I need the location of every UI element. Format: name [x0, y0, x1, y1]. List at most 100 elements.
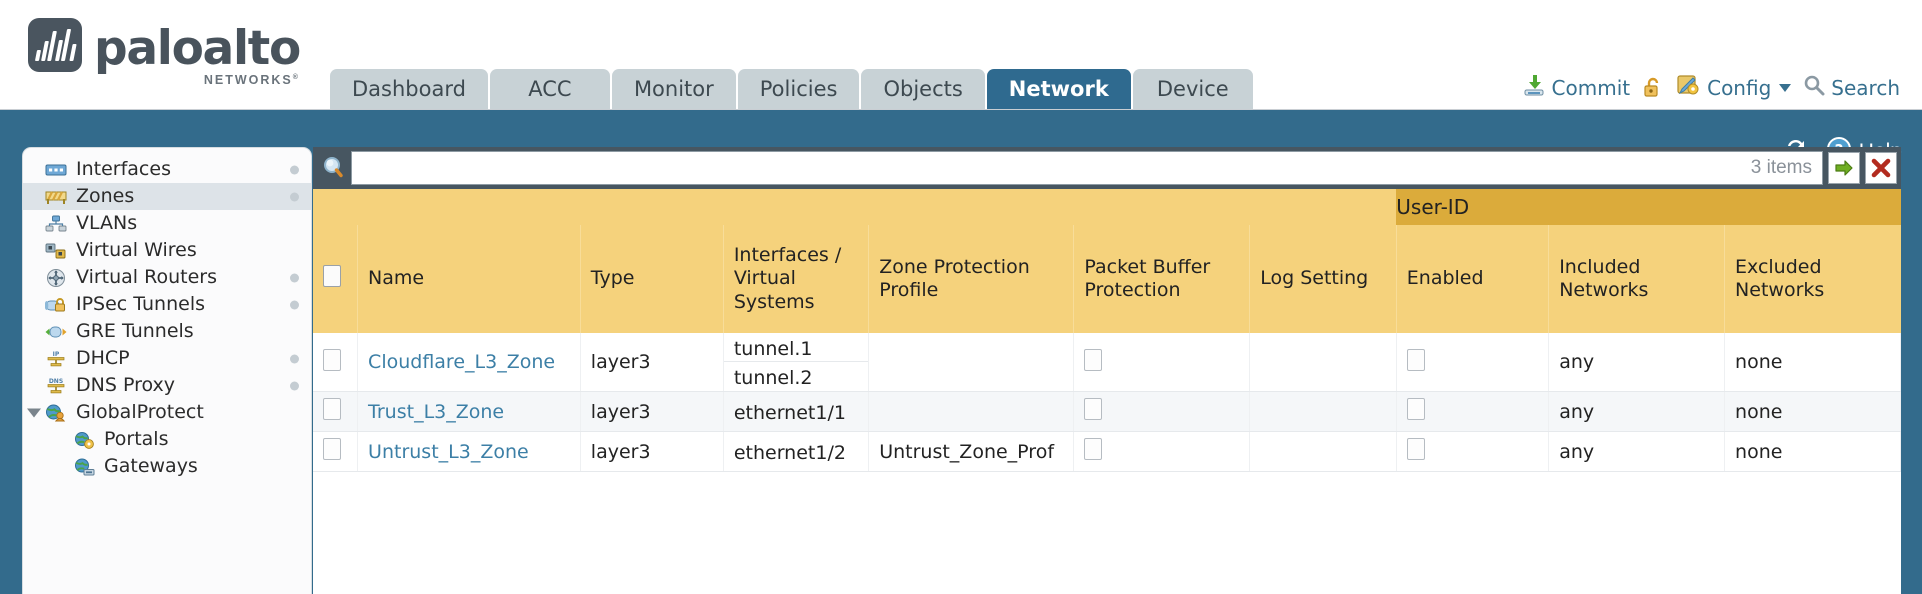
ipsec-tunnels-icon — [45, 296, 67, 314]
sidebar-status-dot — [290, 381, 299, 390]
tab-dashboard[interactable]: Dashboard — [330, 69, 488, 109]
column-header-type[interactable]: Type — [580, 225, 724, 333]
virtual-wires-icon — [45, 242, 67, 260]
sidebar-item-label: Interfaces — [76, 158, 171, 180]
sidebar-item-portals[interactable]: Portals — [23, 426, 311, 453]
tab-monitor[interactable]: Monitor — [611, 69, 736, 109]
table-row[interactable]: Trust_L3_Zone layer3 ethernet1/1 — [313, 391, 1901, 432]
cell-packet-buffer-protection — [1073, 431, 1251, 472]
packet-buffer-checkbox[interactable] — [1084, 398, 1103, 420]
cell-packet-buffer-protection — [1073, 391, 1251, 432]
tab-acc[interactable]: ACC — [489, 69, 610, 109]
cell-interfaces: ethernet1/1 — [723, 391, 870, 432]
search-input[interactable] — [362, 154, 1743, 182]
col-zone-protection-line2: Profile — [879, 279, 939, 301]
dns-proxy-icon: DNS — [45, 377, 67, 395]
cell-included-networks: any — [1548, 391, 1726, 432]
brand-logo: paloalto NETWORKS® — [28, 18, 301, 87]
sidebar-status-dot — [290, 192, 299, 201]
cell-excluded-networks: none — [1724, 391, 1901, 432]
vlans-icon — [45, 215, 67, 233]
gre-tunnels-icon — [45, 323, 67, 341]
sidebar-item-ipsec-tunnels[interactable]: IPSec Tunnels — [23, 291, 311, 318]
sidebar-item-interfaces[interactable]: Interfaces — [23, 156, 311, 183]
chevron-down-icon[interactable] — [1779, 83, 1792, 92]
sidebar-status-dot — [290, 354, 299, 363]
row-checkbox[interactable] — [323, 398, 341, 420]
sidebar-item-virtual-wires[interactable]: Virtual Wires — [23, 237, 311, 264]
tab-policies[interactable]: Policies — [737, 69, 860, 109]
table-row[interactable]: Cloudflare_L3_Zone layer3 tunnel.1 tunne… — [313, 333, 1901, 392]
column-header-excluded-networks[interactable]: Excluded Networks — [1724, 225, 1901, 333]
tab-objects[interactable]: Objects — [861, 69, 985, 109]
table-row[interactable]: Untrust_L3_Zone layer3 ethernet1/2 Untru… — [313, 431, 1901, 472]
cell-zone-protection-profile — [868, 391, 1075, 432]
sidebar-item-virtual-routers[interactable]: Virtual Routers — [23, 264, 311, 291]
sidebar-item-vlans[interactable]: VLANs — [23, 210, 311, 237]
column-header-log-setting[interactable]: Log Setting — [1249, 225, 1397, 333]
column-header-enabled[interactable]: Enabled — [1396, 225, 1550, 333]
cell-included-networks: any — [1548, 333, 1726, 392]
sidebar-item-gateways[interactable]: Gateways — [23, 453, 311, 480]
row-checkbox[interactable] — [323, 348, 341, 371]
cell-packet-buffer-protection — [1073, 333, 1251, 392]
column-header-zone-protection-profile[interactable]: Zone Protection Profile — [868, 225, 1075, 333]
commit-button[interactable]: Commit — [1522, 73, 1630, 102]
packet-buffer-checkbox[interactable] — [1084, 438, 1103, 460]
zone-name-link[interactable]: Cloudflare_L3_Zone — [368, 351, 556, 373]
column-header-interfaces[interactable]: Interfaces / Virtual Systems — [723, 225, 870, 333]
packet-buffer-checkbox[interactable] — [1084, 348, 1103, 371]
zones-content-panel: 3 items — [313, 147, 1901, 594]
row-checkbox[interactable] — [323, 438, 341, 460]
workspace-background: ? Help Interfaces — [0, 110, 1922, 594]
sidebar-item-gre-tunnels[interactable]: GRE Tunnels — [23, 318, 311, 345]
svg-text:IP: IP — [53, 351, 60, 358]
sidebar-item-zones[interactable]: Zones — [23, 183, 311, 210]
interfaces-icon — [45, 161, 67, 179]
user-id-enabled-checkbox[interactable] — [1406, 348, 1425, 371]
clear-filter-button[interactable] — [1865, 152, 1897, 184]
cell-log-setting — [1249, 333, 1397, 392]
unlocked-padlock-icon[interactable] — [1642, 76, 1664, 100]
config-menu[interactable]: Config — [1676, 73, 1792, 102]
portals-icon — [73, 431, 95, 449]
header-actions: Commit Config — [1522, 73, 1900, 102]
sidebar-item-label: DNS Proxy — [76, 374, 175, 396]
brand-tagline-text: NETWORKS — [203, 73, 293, 87]
expander-triangle-icon[interactable] — [27, 408, 41, 417]
sidebar-item-dns-proxy[interactable]: DNS DNS Proxy — [23, 372, 311, 399]
cell-user-id-enabled — [1396, 431, 1550, 472]
zone-name-link[interactable]: Untrust_L3_Zone — [368, 440, 529, 463]
cell-interfaces: ethernet1/2 — [723, 431, 870, 472]
cell-name[interactable]: Trust_L3_Zone — [357, 391, 581, 432]
cell-type: layer3 — [580, 333, 724, 392]
zone-name-link[interactable]: Trust_L3_Zone — [368, 400, 505, 423]
sidebar-status-dot — [290, 165, 299, 174]
search-input-wrapper[interactable]: 3 items — [351, 151, 1823, 185]
apply-filter-button[interactable] — [1828, 152, 1860, 184]
user-id-enabled-checkbox[interactable] — [1406, 438, 1425, 460]
search-label: Search — [1831, 75, 1900, 100]
sidebar-item-label: Zones — [76, 185, 135, 207]
network-sidebar: Interfaces Zones — [22, 147, 312, 594]
magnifier-icon[interactable] — [317, 151, 351, 185]
sidebar-item-globalprotect[interactable]: GlobalProtect — [23, 399, 311, 426]
registered-mark: ® — [292, 73, 300, 81]
column-header-included-networks[interactable]: Included Networks — [1548, 225, 1726, 333]
column-header-packet-buffer-protection[interactable]: Packet Buffer Protection — [1073, 225, 1251, 333]
tab-device[interactable]: Device — [1132, 69, 1253, 109]
sidebar-item-dhcp[interactable]: IP DHCP — [23, 345, 311, 372]
column-header-name[interactable]: Name — [357, 225, 581, 333]
tab-network[interactable]: Network — [986, 69, 1131, 109]
search-button[interactable]: Search — [1803, 74, 1900, 101]
top-header-bar: paloalto NETWORKS® Dashboard ACC Monitor… — [0, 0, 1922, 110]
col-included-line2: Networks — [1559, 279, 1649, 301]
table-header-row: Name Type Interfaces / Virtual Systems Z… — [313, 225, 1901, 333]
cell-name[interactable]: Cloudflare_L3_Zone — [357, 333, 581, 392]
cell-user-id-enabled — [1396, 391, 1550, 432]
user-id-enabled-checkbox[interactable] — [1406, 398, 1425, 420]
cell-name[interactable]: Untrust_L3_Zone — [357, 431, 581, 472]
cell-zone-protection-profile: Untrust_Zone_Prof — [868, 431, 1075, 472]
select-all-checkbox[interactable] — [323, 264, 341, 287]
